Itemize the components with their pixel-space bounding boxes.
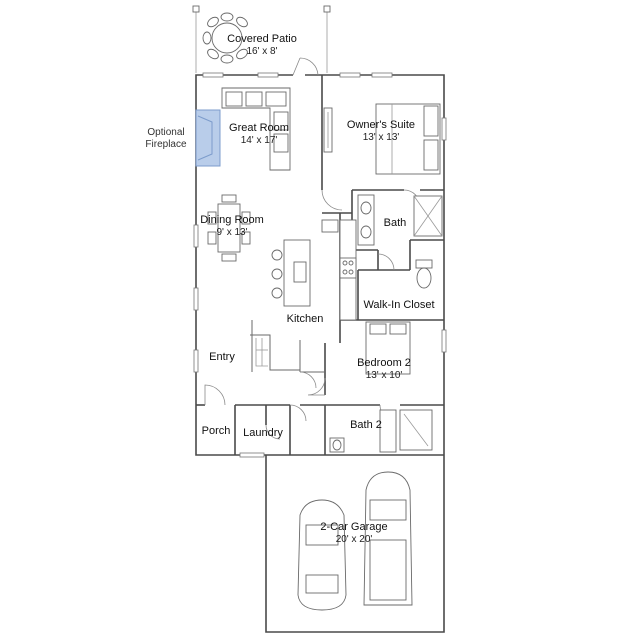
bath-label: Bath [384,217,407,229]
truck-icon [363,471,413,606]
patio-table-icon [202,12,248,64]
bed-2-icon [365,321,411,375]
owners-suite-label: Owner's Suite [347,119,415,131]
garage-label: 2-Car Garage [320,521,387,533]
covered-patio-dim: 16' x 8' [246,46,277,57]
bedroom-2-label: Bedroom 2 [357,357,411,369]
patio-door [292,57,319,76]
bath-2-label: Bath 2 [350,419,382,431]
great-room-label: Great Room [229,122,289,134]
fireplace-note-line1: Optional [147,127,184,138]
great-room-dim: 14' x 17' [241,135,278,146]
tv-icon [323,107,333,153]
entry-label: Entry [209,351,235,363]
bedroom-2-dim: 13' x 10' [366,370,403,381]
dining-room-label: Dining Room [200,214,264,226]
toilet-icon [415,259,433,289]
covered-patio-area [192,5,331,73]
dining-table-icon [207,194,251,262]
fireplace-note-line2: Fireplace [145,139,187,150]
bath-fixtures [357,194,443,246]
laundry-label: Laundry [243,427,283,439]
bath-2-fixtures [329,409,433,453]
garage-walls [265,455,445,633]
sofa-icon [221,87,291,171]
car-icon [297,499,347,611]
kitchen-label: Kitchen [287,313,324,325]
windows [193,72,447,458]
walk-in-closet-label: Walk-In Closet [363,299,434,311]
garage-dim: 20' x 20' [336,534,373,545]
kitchen-island-icon [271,239,311,307]
owners-suite-dim: 13' x 13' [363,132,400,143]
bed-icon [375,103,441,175]
kitchen-counter-icon [321,219,357,321]
covered-patio-label: Covered Patio [227,33,297,45]
porch-label: Porch [202,425,231,437]
optional-fireplace [195,109,221,167]
dining-room-dim: 9' x 13' [216,227,247,238]
stairs-icon [255,338,268,367]
